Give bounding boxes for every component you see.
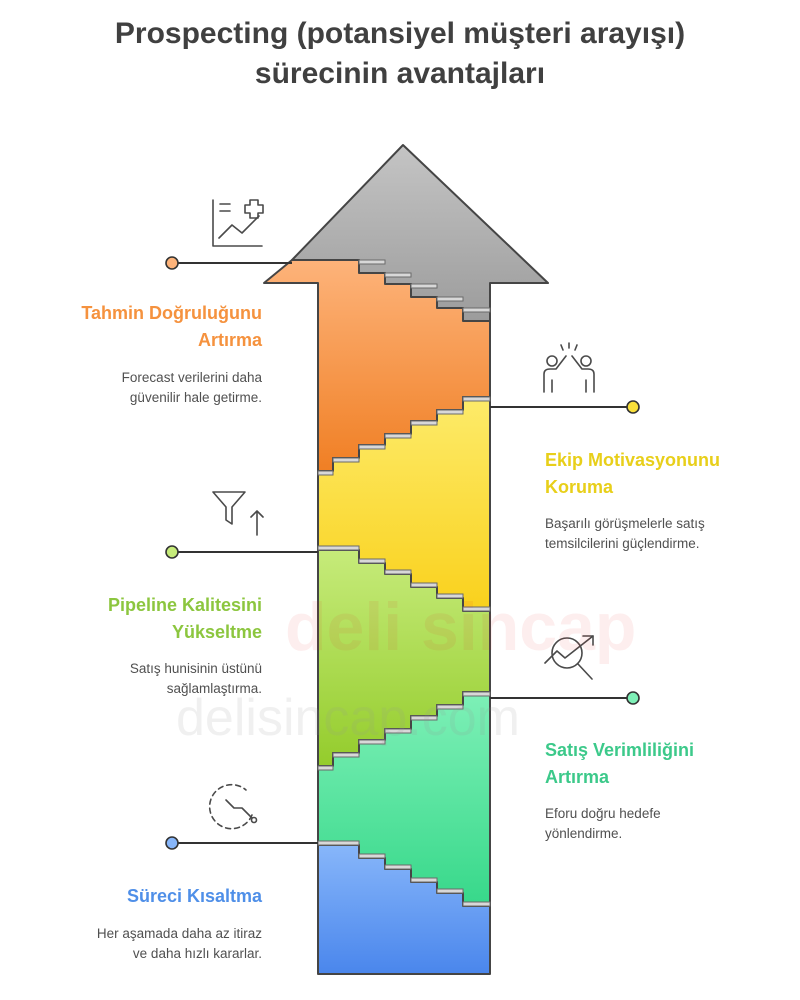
chart-plus-icon	[212, 199, 264, 247]
benefit-4-description: Eforu doğru hedefe yönlendirme.	[545, 806, 661, 841]
connector-5	[165, 836, 318, 850]
funnel-up-icon	[212, 491, 264, 536]
connector-2	[490, 400, 640, 414]
benefit-5-description: Her aşamada daha az itiraz ve daha hızlı…	[96, 926, 262, 961]
timer-icon	[208, 783, 258, 830]
connector-3	[165, 545, 318, 559]
step-highlights	[317, 259, 491, 907]
benefit-1-title: Tahmin Doğruluğunu Artırma	[81, 303, 262, 350]
benefit-3-title: Pipeline Kalitesini Yükseltme	[107, 595, 262, 642]
high-five-icon	[543, 342, 595, 393]
connector-4	[490, 691, 640, 705]
page-title: Prospecting (potansiyel müşteri arayışı)…	[0, 14, 800, 94]
benefit-2-description: Başarılı görüşmelerle satış temsilcileri…	[545, 516, 705, 551]
benefit-3-description: Satış hunisinin üstünü sağlamlaştırma.	[129, 661, 262, 696]
watermark-logo: deli sincap	[285, 589, 637, 665]
magnifier-growth-icon	[544, 635, 594, 680]
benefit-5-title: Süreci Kısaltma	[126, 886, 262, 906]
benefit-1-description: Forecast verilerini daha güvenilir hale …	[121, 370, 262, 405]
connector-1	[165, 256, 292, 270]
watermark-url: delisincap.com	[176, 689, 520, 747]
benefit-2-title: Ekip Motivasyonunu Koruma	[545, 450, 721, 497]
benefit-4-title: Satış Verimliliğini Artırma	[545, 740, 695, 787]
page-title-line-2: sürecinin avantajları	[254, 57, 546, 90]
page-title-line-1: Prospecting (potansiyel müşteri arayışı)	[114, 17, 686, 50]
